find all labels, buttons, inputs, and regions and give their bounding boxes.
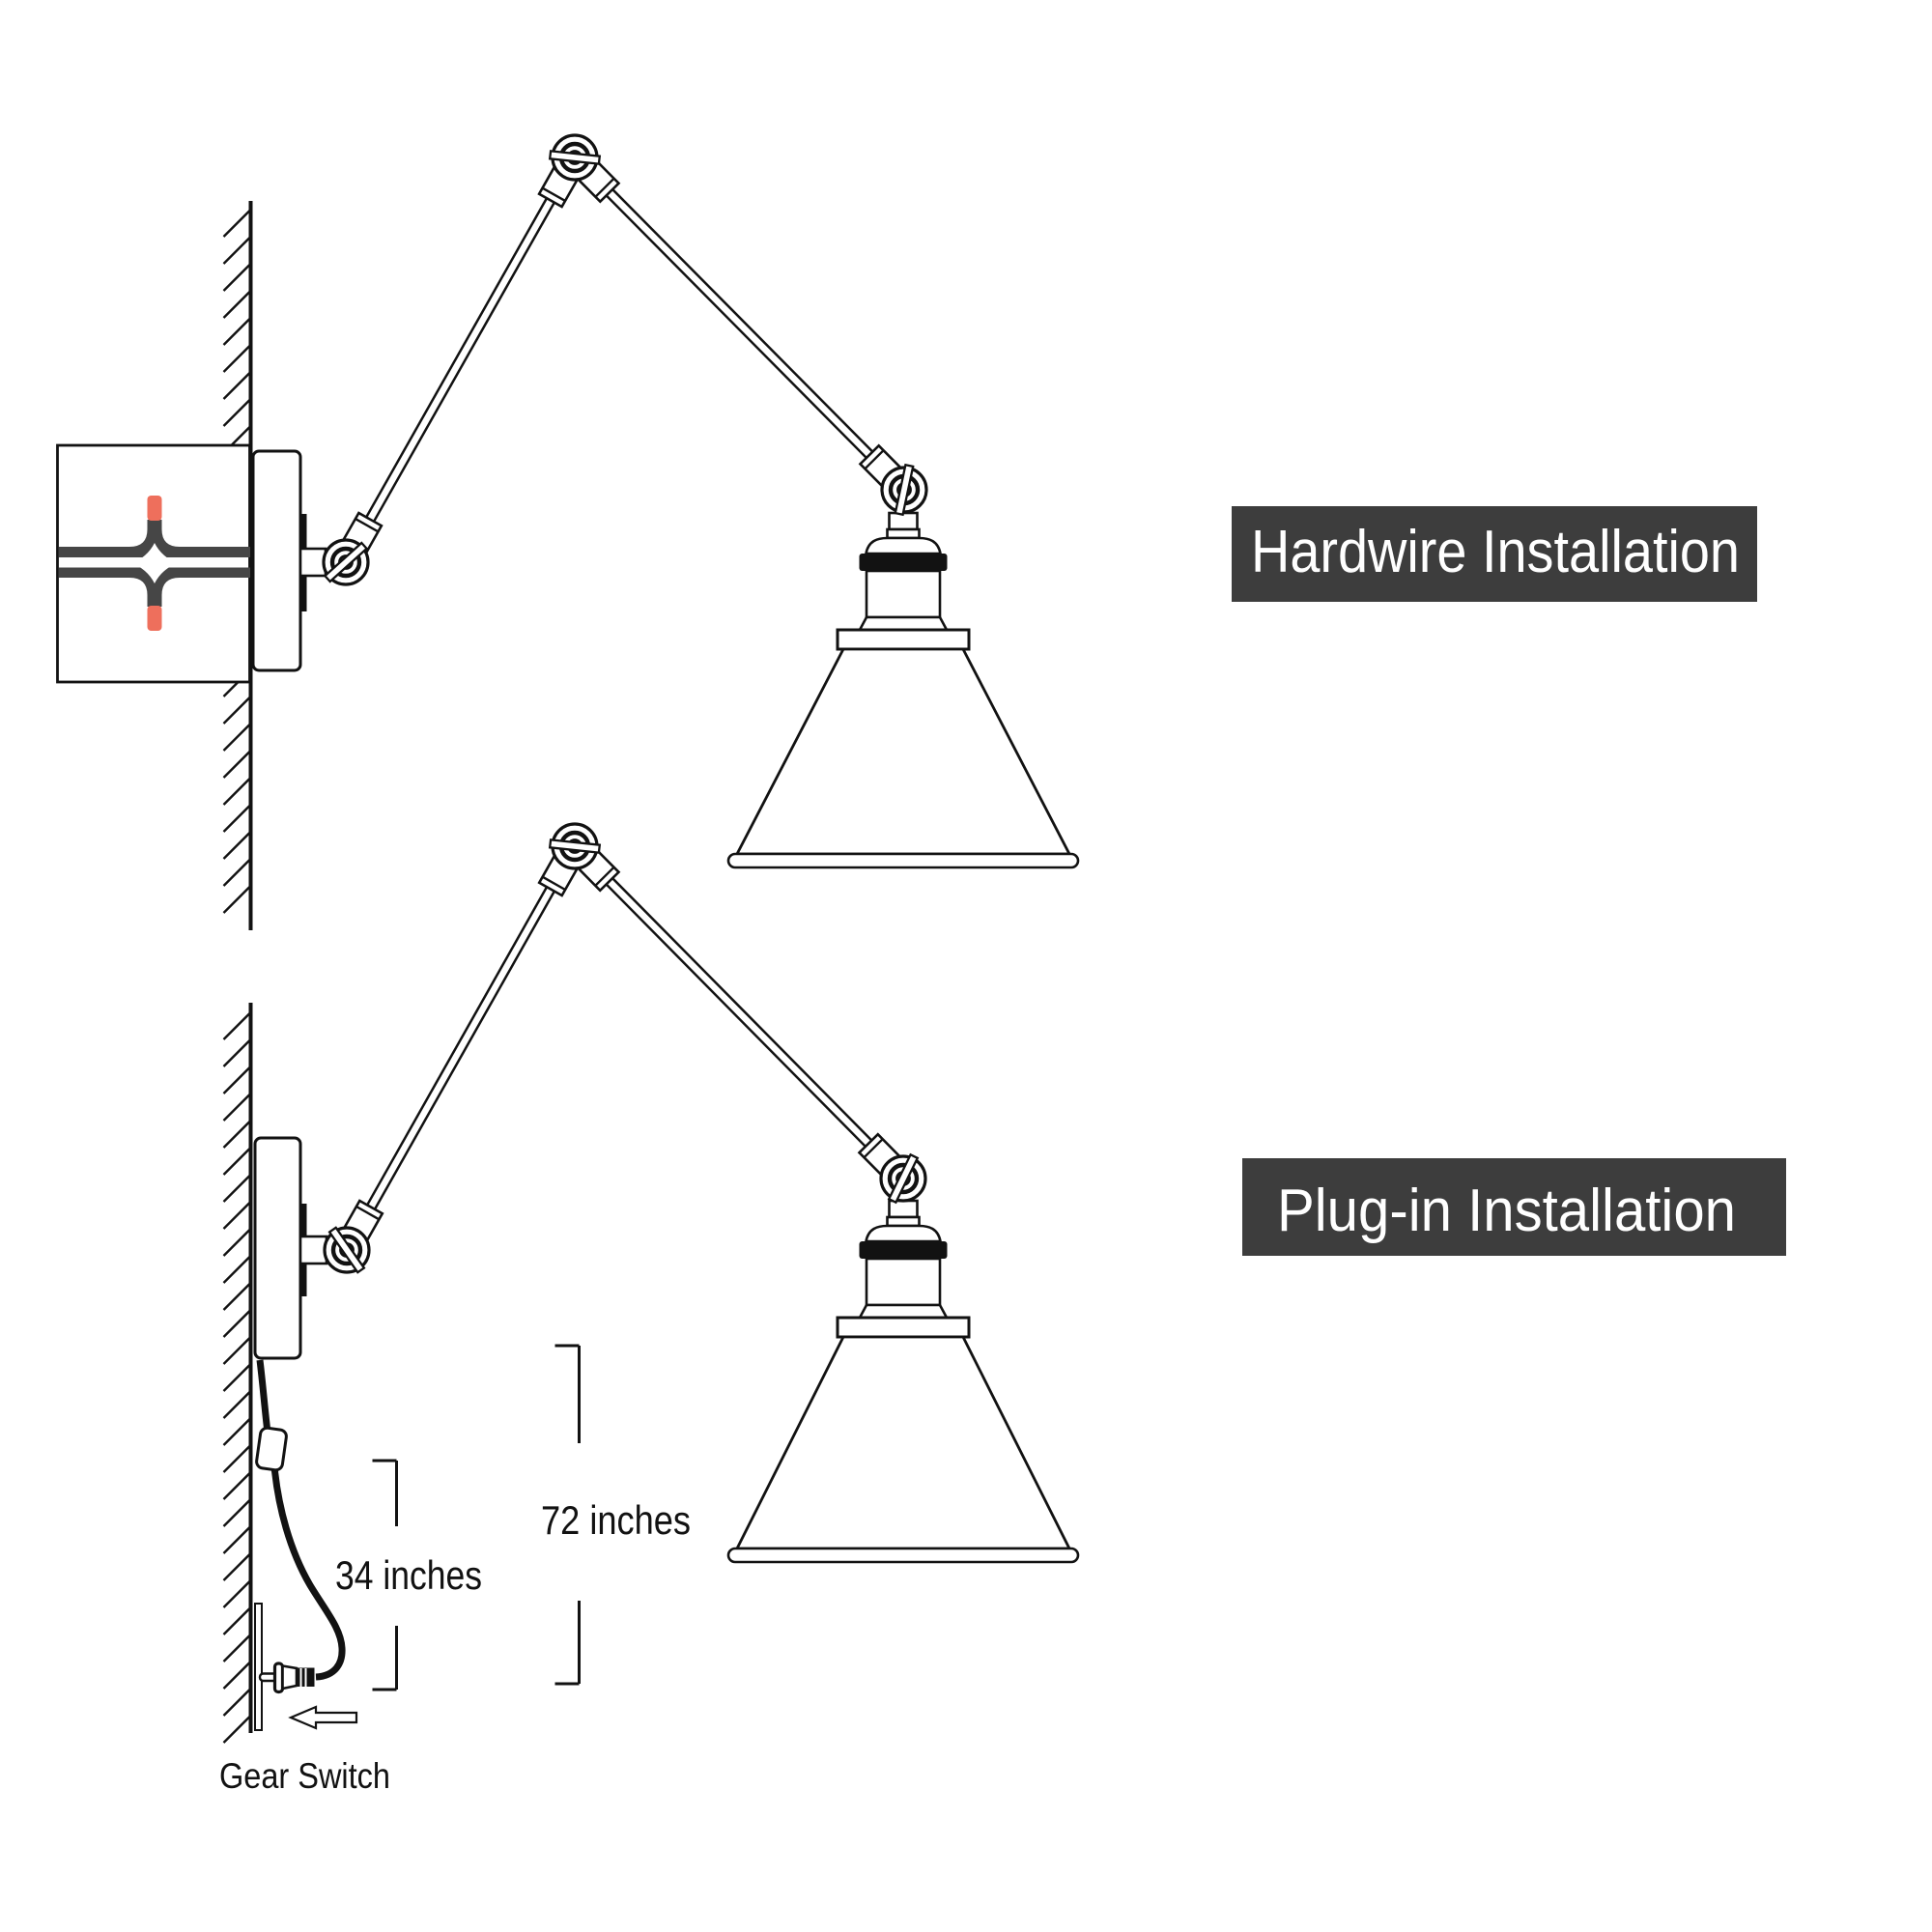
- svg-text:Gear Switch: Gear Switch: [219, 1756, 390, 1796]
- svg-text:72 inches: 72 inches: [541, 1497, 691, 1543]
- svg-text:Plug-in Installation: Plug-in Installation: [1277, 1178, 1736, 1244]
- svg-text:34 inches: 34 inches: [335, 1552, 482, 1598]
- svg-text:Hardwire Installation: Hardwire Installation: [1251, 519, 1740, 585]
